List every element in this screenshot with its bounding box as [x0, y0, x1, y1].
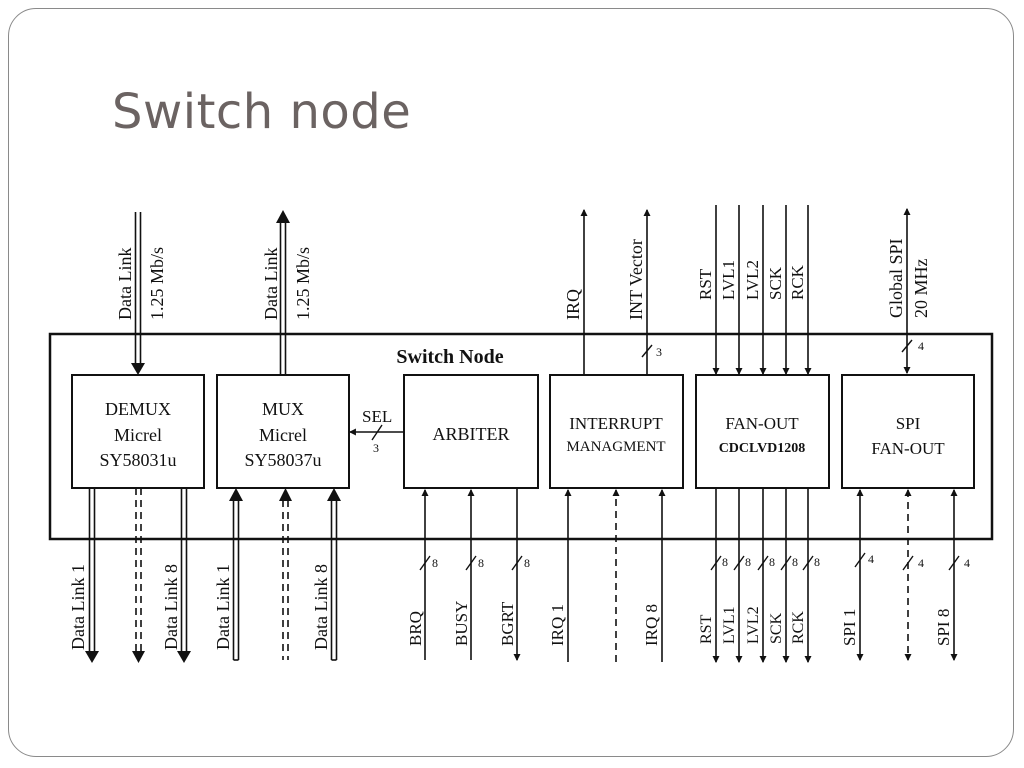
busy-bus-width: 8: [478, 556, 484, 570]
top-rck-label: RCK: [788, 264, 807, 300]
mux-input-link-8: [327, 488, 341, 661]
demux-vendor: Micrel: [114, 425, 162, 445]
spi8-label: SPI 8: [934, 609, 953, 646]
sel-bus-width: 3: [373, 441, 379, 455]
rck-bus-width: 8: [814, 555, 820, 569]
lvl1-bus-slash: [733, 555, 745, 571]
global-spi-label: Global SPI: [886, 238, 906, 318]
int-vector-bus-slash: [641, 344, 653, 358]
switch-node-title: Switch Node: [396, 346, 503, 368]
brq-label: BRQ: [406, 611, 425, 646]
busy-label: BUSY: [452, 601, 471, 646]
demux-input-link: [131, 212, 145, 375]
brq-bus-width: 8: [432, 556, 438, 570]
bottom-sck-label: SCK: [768, 612, 785, 644]
mux-input-link-1: [229, 488, 243, 661]
rst-bus-slash: [710, 555, 722, 571]
int-vector-label: INT Vector: [626, 239, 646, 320]
demux-out-link-1-label: Data Link 1: [68, 564, 88, 650]
spi1-label: SPI 1: [840, 609, 859, 646]
spi1-bus-width: 4: [868, 552, 874, 566]
spi-dashed-bus-slash: [902, 555, 914, 571]
bottom-bus-slashes: [419, 552, 960, 571]
irq8-label: IRQ 8: [642, 604, 661, 646]
mux-link-rate: 1.25 Mb/s: [293, 247, 313, 320]
arbiter-block: [403, 374, 539, 489]
bgrt-bus-slash: [511, 555, 523, 571]
mux-output-link: [276, 210, 290, 375]
spi-fanout-block: [841, 374, 975, 489]
lvl1-bus-width: 8: [745, 555, 751, 569]
brq-bus-slash: [419, 555, 431, 571]
demux-output-link-8: [177, 488, 191, 663]
top-sck-label: SCK: [766, 266, 785, 300]
demux-link-label: Data Link: [115, 248, 135, 320]
rst-bus-width: 8: [722, 555, 728, 569]
bottom-lvl2-label: LVL2: [745, 606, 762, 644]
fanout-part: CDCLVD1208: [719, 441, 806, 456]
sel-bus-slash: [371, 424, 383, 441]
bottom-rst-label: RST: [698, 614, 715, 644]
slide-title: Switch node: [112, 84, 412, 140]
sck-bus-slash: [780, 555, 792, 571]
int-vector-bus-width: 3: [656, 345, 662, 359]
switch-node-frame: [48, 332, 994, 541]
global-spi-bus-slash: [901, 339, 913, 353]
spi1-bus-slash: [854, 552, 866, 568]
lvl2-bus-width: 8: [769, 555, 775, 569]
spi-label: SPI: [896, 414, 921, 433]
lvl2-bus-slash: [757, 555, 769, 571]
busy-bus-slash: [465, 555, 477, 571]
spi8-bus-slash: [948, 555, 960, 571]
demux-output-link-1: [85, 488, 99, 663]
mux-part: SY58037u: [244, 450, 321, 470]
fanout-label: FAN-OUT: [725, 414, 799, 433]
top-rst-label: RST: [696, 268, 715, 300]
demux-output-link-dashed: [132, 488, 145, 663]
rck-bus-slash: [802, 555, 814, 571]
top-lvl1-label: LVL1: [719, 260, 738, 300]
spi-dashed-bus-width: 4: [918, 556, 924, 570]
sck-bus-width: 8: [792, 555, 798, 569]
mux-vendor: Micrel: [259, 425, 307, 445]
spi8-bus-width: 4: [964, 556, 970, 570]
mux-input-link-dashed: [279, 488, 292, 660]
demux-out-link-8-label: Data Link 8: [161, 564, 181, 650]
arbiter-label: ARBITER: [432, 424, 509, 444]
interrupt-sublabel: MANAGMENT: [566, 439, 665, 455]
mux-label: MUX: [262, 399, 304, 419]
mux-in-link-1-label: Data Link 1: [213, 564, 233, 650]
sel-label: SEL: [362, 407, 392, 426]
irq-label: IRQ: [563, 289, 583, 320]
global-spi-bus-width: 4: [918, 339, 924, 353]
bgrt-bus-width: 8: [524, 556, 530, 570]
mux-in-link-8-label: Data Link 8: [311, 564, 331, 650]
bottom-rck-label: RCK: [790, 611, 807, 644]
interrupt-label: INTERRUPT: [569, 414, 663, 433]
mux-link-label: Data Link: [261, 248, 281, 320]
demux-label: DEMUX: [105, 399, 171, 419]
fanout-input-arrows: [712, 205, 812, 376]
global-spi-rate: 20 MHz: [911, 258, 931, 318]
irq1-label: IRQ 1: [548, 604, 567, 646]
top-lvl2-label: LVL2: [743, 260, 762, 300]
spi-sublabel: FAN-OUT: [871, 439, 945, 458]
demux-part: SY58031u: [99, 450, 176, 470]
interrupt-block: [549, 374, 684, 489]
bgrt-label: BGRT: [498, 601, 517, 646]
bottom-lvl1-label: LVL1: [721, 606, 738, 644]
demux-link-rate: 1.25 Mb/s: [147, 247, 167, 320]
